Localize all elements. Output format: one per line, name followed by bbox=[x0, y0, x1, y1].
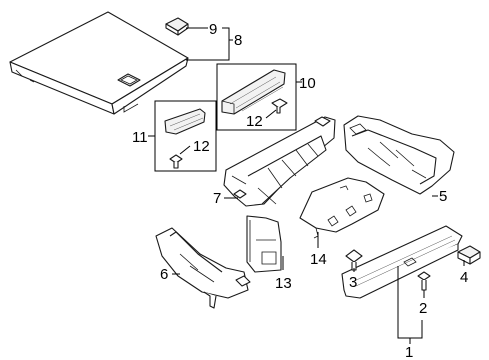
trim-panel-box-10 bbox=[216, 63, 297, 131]
callout-11: 11 bbox=[132, 129, 148, 146]
callout-12-upper: 12 bbox=[246, 113, 263, 130]
trim-panel-box-11 bbox=[154, 100, 217, 172]
callout-12-lower: 12 bbox=[193, 138, 210, 155]
side-bracket-right bbox=[343, 115, 455, 195]
callout-2: 2 bbox=[419, 300, 427, 317]
side-bracket-left bbox=[223, 116, 336, 207]
cap-part-4 bbox=[457, 245, 481, 265]
callout-14: 14 bbox=[310, 251, 327, 268]
leader-lines bbox=[148, 27, 465, 344]
lower-curved-bracket bbox=[155, 227, 251, 309]
clip-part-9 bbox=[165, 17, 189, 36]
callout-8: 8 bbox=[234, 32, 242, 49]
cargo-floor-cover bbox=[9, 11, 189, 115]
callout-6: 6 bbox=[160, 266, 168, 283]
callout-3: 3 bbox=[349, 274, 357, 291]
callout-13: 13 bbox=[275, 275, 292, 292]
callout-9: 9 bbox=[209, 21, 217, 38]
callout-1: 1 bbox=[405, 344, 413, 360]
callout-5: 5 bbox=[439, 188, 447, 205]
callout-4: 4 bbox=[460, 269, 468, 286]
rear-sill-plate bbox=[341, 225, 463, 299]
vertical-panel bbox=[246, 215, 282, 273]
floor-board bbox=[299, 177, 385, 239]
screw-part-2 bbox=[417, 271, 431, 291]
callout-10: 10 bbox=[299, 75, 316, 92]
callout-7: 7 bbox=[213, 190, 221, 207]
